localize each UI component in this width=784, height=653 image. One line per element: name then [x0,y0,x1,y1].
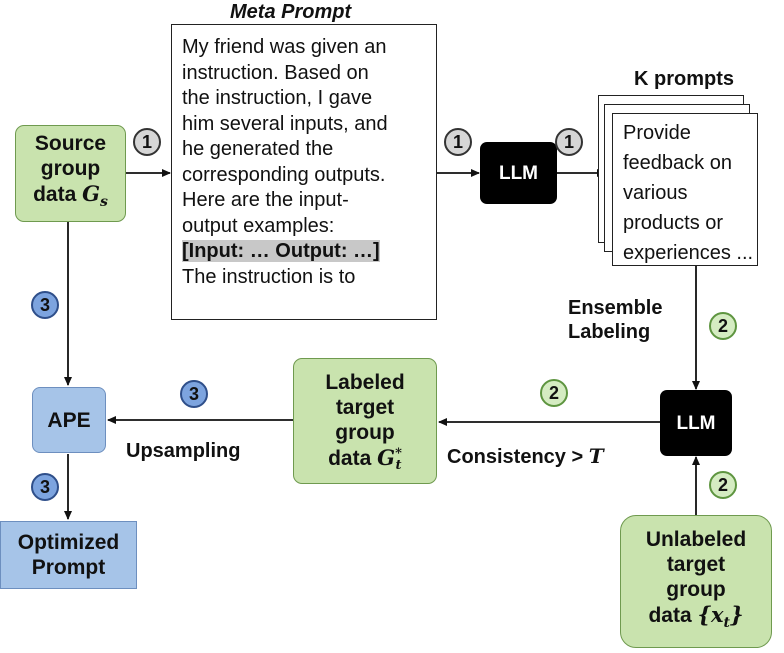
meta-prompt-line: instruction. Based on [182,61,369,84]
unlabeled-label-line: group [666,577,726,601]
source-label-line: data [33,183,77,207]
k-prompts-line: experiences ... [623,242,754,264]
meta-prompt-io-placeholder: [Input: … Output: …] [182,240,380,262]
meta-prompt-line: he generated the [182,138,334,160]
meta-prompt-line: Here are the input- [182,189,349,211]
optimized-prompt-node: Optimized Prompt [0,521,137,589]
labeled-label-line: Labeled [325,371,405,395]
unlabeled-label-line: target [666,552,726,576]
step-1-badge-meta: 1 [444,128,472,156]
ensemble-line: Labeling [568,321,651,343]
unlabeled-label-line: data [648,603,692,627]
llm-node-bottom: LLM [660,390,732,456]
step-3-badge-ape: 3 [31,473,59,501]
labeled-label-line: target [335,396,395,420]
upsampling-label: Upsampling [126,440,241,462]
optimized-label-line: Prompt [31,556,106,579]
labeled-variable: G [377,445,396,471]
source-variable-subscript: s [100,194,108,211]
meta-prompt-box: My friend was given an instruction. Base… [171,24,437,320]
optimized-label-line: Optimized [17,531,120,554]
consistency-threshold-variable: T [588,444,604,468]
source-group-data-node: Source group data Gs [15,125,126,222]
meta-prompt-line: output examples: [182,214,335,237]
meta-prompt-line: the instruction, I gave [182,87,373,109]
k-prompts-line: feedback on [623,152,732,174]
unlabeled-variable: {x [697,601,724,627]
ensemble-labeling-label: Ensemble Labeling [568,296,662,344]
labeled-variable-superscript: * [395,445,402,461]
k-prompts-line: various [623,182,688,204]
labeled-label-line: group [335,421,395,445]
meta-prompt-line: The instruction is to [182,265,356,288]
meta-prompt-line: him several inputs, and [182,112,388,135]
step-3-badge-source: 3 [31,291,59,319]
ensemble-line: Ensemble [568,297,663,319]
labeled-label-line: data [328,447,372,471]
meta-prompt-line: My friend was given an [182,36,387,58]
labeled-target-group-node: Labeled target group data G*t [293,358,437,484]
unlabeled-variable-subscript: t [723,615,730,632]
meta-prompt-line: corresponding outputs. [182,163,386,186]
labeled-variable-subscript: t [395,457,402,473]
llm-node-top: LLM [480,142,557,204]
meta-prompt-title: Meta Prompt [230,1,352,23]
step-2-badge-ensemble: 2 [709,312,737,340]
consistency-text: Consistency > [447,446,589,468]
consistency-label: Consistency > T [447,444,604,469]
k-prompts-card: Provide feedback on various products or … [612,113,758,266]
unlabeled-label-line: Unlabeled [645,527,747,551]
step-3-badge-upsampling: 3 [180,380,208,408]
step-1-badge-llm: 1 [555,128,583,156]
k-prompts-title: K prompts [634,68,734,90]
unlabeled-target-group-node: Unlabeled target group data {xt} [620,515,772,648]
step-2-badge-consistency: 2 [540,379,568,407]
step-1-badge-source: 1 [133,128,161,156]
step-2-badge-unlabeled: 2 [709,471,737,499]
source-label-line: Source [34,132,107,156]
unlabeled-variable-close: } [730,601,744,627]
source-variable: G [82,181,101,207]
k-prompts-line: Provide [623,122,691,144]
ape-node: APE [32,387,106,453]
k-prompts-line: products or [623,212,724,234]
source-label-line: group [40,157,101,181]
